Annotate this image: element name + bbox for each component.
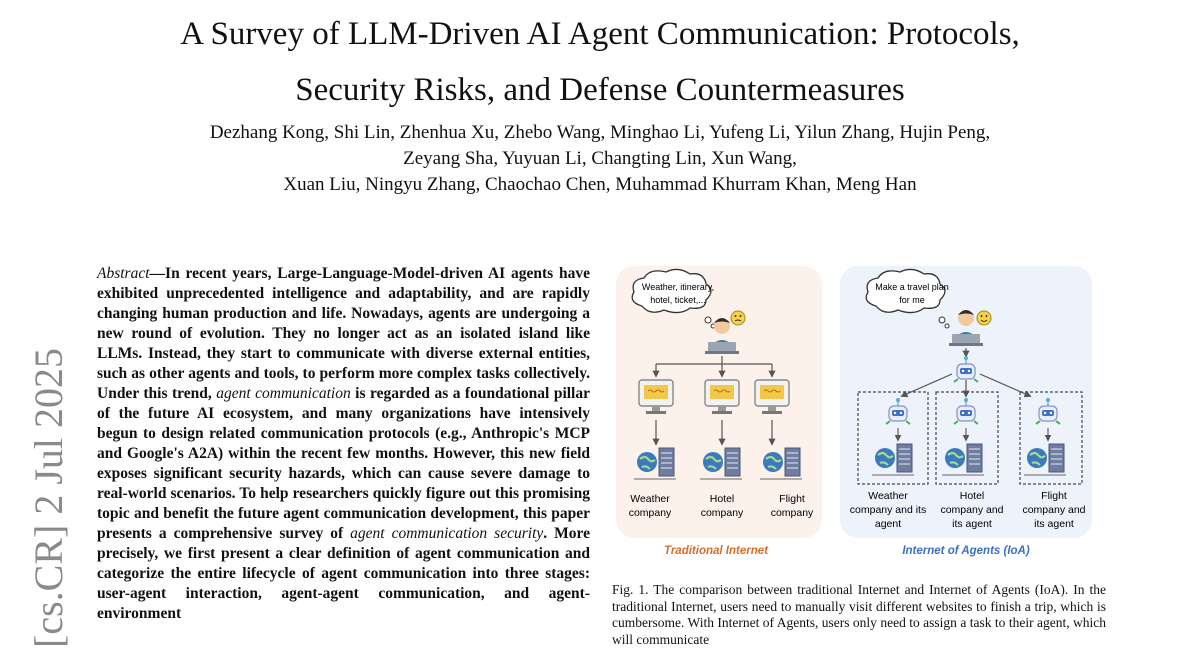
traditional-internet-label: Traditional Internet (664, 545, 769, 557)
ioa-weather-box (857, 391, 929, 485)
right-company-3-line-3: its agent (1034, 518, 1074, 530)
traditional-connections (652, 356, 776, 446)
authors-line-1: Dezhang Kong, Shi Lin, Zhenhua Xu, Zhebo… (209, 122, 991, 143)
arxiv-stamp: [cs.CR] 2 Jul 2025 (26, 348, 71, 648)
ioa-hotel-box (935, 391, 999, 485)
happy-emoji-icon (976, 310, 992, 326)
right-company-3-line-2: company and (1022, 504, 1085, 516)
left-company-3-line-2: company (771, 507, 814, 519)
right-bubble-line-2: for me (899, 295, 925, 305)
right-company-2-line-2: company and (940, 504, 1003, 516)
abstract: Abstract—In recent years, Large-Language… (97, 264, 590, 624)
abstract-text-2: is regarded as a foundational pillar of … (97, 385, 590, 542)
abstract-emphasis-1: agent communication (216, 385, 351, 402)
left-bubble-line-2: hotel, ticket,... (650, 295, 706, 305)
figure-caption: Fig. 1. The comparison between tradition… (612, 582, 1106, 647)
abstract-emphasis-2: agent communication security (350, 525, 544, 542)
title-line-1: A Survey of LLM-Driven AI Agent Communic… (180, 16, 1020, 52)
right-company-2-line-3: its agent (952, 518, 992, 530)
thought-bubble-icon (631, 268, 716, 329)
right-company-1-line-1: Weather (868, 490, 908, 502)
paper-title: A Survey of LLM-Driven AI Agent Communic… (0, 6, 1200, 118)
figure-1: Weather, itinerary, hotel, ticket,... We… (616, 266, 1092, 557)
author-list: Dezhang Kong, Shi Lin, Zhenhua Xu, Zhebo… (0, 120, 1200, 198)
left-company-2-line-2: company (701, 507, 744, 519)
agent-to-server-arrows (894, 428, 1052, 442)
left-company-1-line-1: Weather (630, 493, 670, 505)
confused-emoji-icon (730, 310, 746, 326)
authors-line-3: Xuan Liu, Ningyu Zhang, Chaochao Chen, M… (283, 174, 917, 195)
right-company-3-line-1: Flight (1041, 490, 1067, 502)
right-bubble-line-1: Make a travel plan (875, 282, 949, 292)
left-company-3-line-1: Flight (779, 493, 805, 505)
abstract-text-1: —In recent years, Large-Language-Model-d… (97, 265, 590, 402)
authors-line-2: Zeyang Sha, Yuyuan Li, Changting Lin, Xu… (403, 148, 797, 169)
right-company-1-line-3: agent (875, 518, 901, 530)
ioa-label: Internet of Agents (IoA) (902, 545, 1030, 557)
title-line-2: Security Risks, and Defense Countermeasu… (295, 72, 905, 108)
right-company-1-line-2: company and its (850, 504, 926, 516)
abstract-label: Abstract (97, 265, 150, 282)
thought-bubble-icon (865, 268, 950, 329)
left-bubble-line-1: Weather, itinerary, (642, 282, 714, 292)
left-company-2-line-1: Hotel (710, 493, 735, 505)
ioa-flight-box (1019, 391, 1083, 485)
abstract-text-3: . More precisely, we first present a cle… (97, 525, 591, 622)
right-company-2-line-1: Hotel (960, 490, 985, 502)
left-company-1-line-2: company (629, 507, 672, 519)
